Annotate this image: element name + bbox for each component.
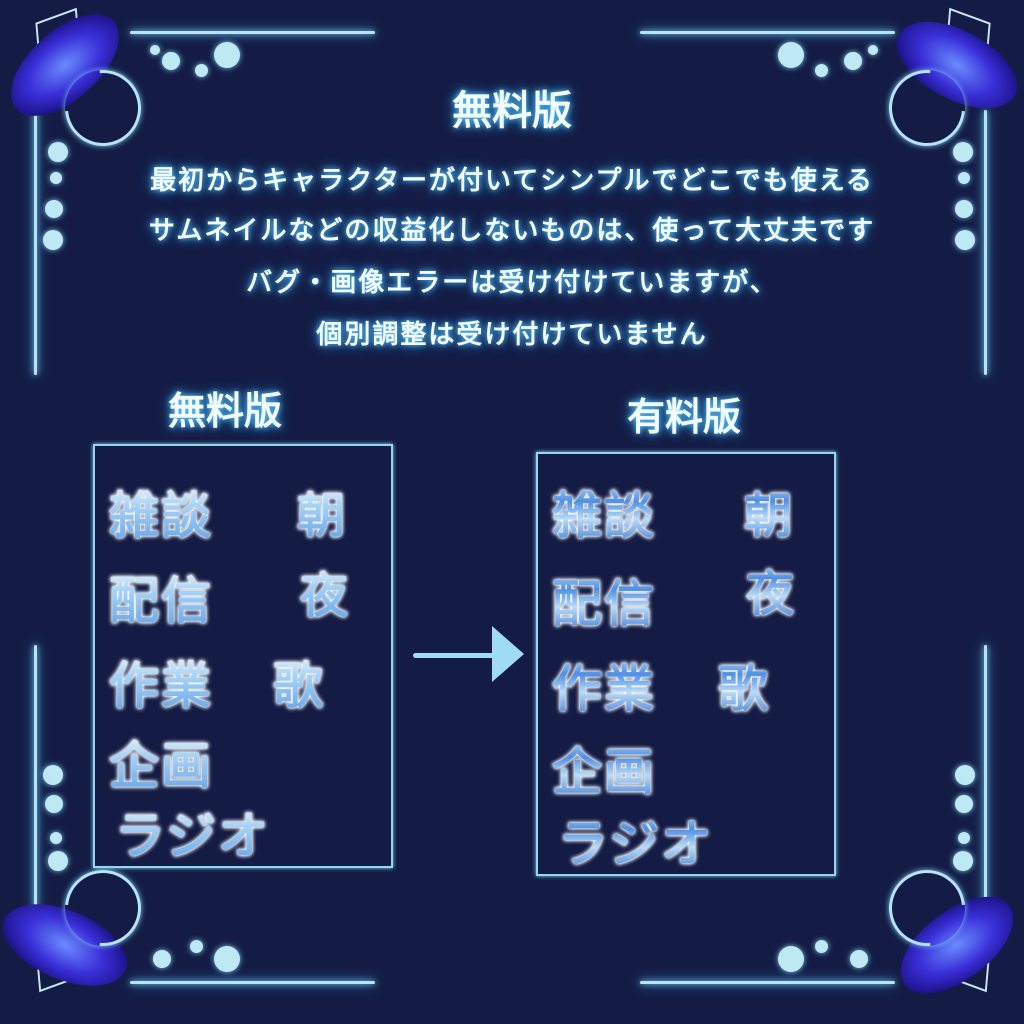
bubble-dot bbox=[953, 851, 973, 871]
stamp-sagyou: 作業 bbox=[552, 649, 656, 721]
description-line-3: バグ・画像エラーは受け付けていますが、 bbox=[246, 268, 778, 298]
bubble-dot bbox=[45, 200, 63, 218]
bubble-dot bbox=[850, 950, 868, 968]
bubble-dot bbox=[190, 940, 203, 953]
stamp-zatsudan: 雑談 bbox=[109, 476, 213, 548]
bubble-dot bbox=[162, 52, 180, 70]
bubble-dot bbox=[43, 765, 63, 785]
stamp-kikaku: 企画 bbox=[552, 732, 656, 804]
bubble-dot bbox=[955, 230, 975, 250]
bubble-dot bbox=[153, 950, 171, 968]
description-line-4: 個別調整は受け付けていません bbox=[316, 320, 708, 350]
bubble-dot bbox=[778, 946, 804, 972]
stamp-zatsudan: 雑談 bbox=[552, 476, 656, 548]
bubble-dot bbox=[214, 946, 240, 972]
stamp-uta: 歌 bbox=[718, 649, 770, 721]
bubble-dot bbox=[195, 64, 208, 77]
bubble-dot bbox=[815, 64, 828, 77]
stamp-asa: 朝 bbox=[297, 476, 347, 546]
bubble-dot bbox=[43, 230, 63, 250]
arrow-right-icon bbox=[413, 653, 498, 658]
bubble-dot bbox=[50, 172, 62, 184]
frame-bottom-left-line bbox=[130, 981, 375, 984]
bubble-dot bbox=[958, 832, 970, 844]
frame-left-upper-line bbox=[34, 110, 37, 375]
bubble-dot bbox=[214, 42, 240, 68]
stamp-radio: ラジオ bbox=[558, 804, 713, 876]
paid-version-panel: 雑談 朝 配信 夜 作業 歌 企画 ラジオ bbox=[536, 452, 836, 876]
stamp-uta: 歌 bbox=[273, 646, 325, 718]
stamp-asa: 朝 bbox=[744, 476, 794, 546]
frame-right-upper-line bbox=[984, 110, 987, 375]
description-line-1: 最初からキャラクターが付いてシンプルでどこでも使える bbox=[150, 166, 874, 196]
frame-top-left-line bbox=[130, 31, 375, 34]
bubble-dot bbox=[868, 45, 878, 55]
bubble-dot bbox=[45, 795, 63, 813]
bubble-dot bbox=[48, 142, 68, 162]
bubble-dot bbox=[48, 851, 68, 871]
frame-left-lower-line bbox=[34, 645, 37, 910]
free-version-panel: 雑談 朝 配信 夜 作業 歌 企画 ラジオ bbox=[93, 444, 393, 868]
stamp-radio: ラジオ bbox=[115, 796, 270, 868]
bubble-dot bbox=[958, 172, 970, 184]
bubble-dot bbox=[150, 45, 160, 55]
description-line-2: サムネイルなどの収益化しないものは、使って大丈夫です bbox=[148, 216, 876, 246]
frame-bottom-right-line bbox=[640, 981, 895, 984]
bubble-dot bbox=[955, 795, 973, 813]
frame-top-right-line bbox=[640, 31, 895, 34]
arrow-right-icon-head bbox=[492, 626, 524, 682]
bubble-dot bbox=[844, 52, 862, 70]
stamp-sagyou: 作業 bbox=[109, 646, 213, 718]
bubble-dot bbox=[953, 142, 973, 162]
bubble-dot bbox=[50, 832, 62, 844]
page-title: 無料版 bbox=[452, 88, 572, 134]
stamp-haishin: 配信 bbox=[109, 561, 213, 633]
frame-right-lower-line bbox=[984, 645, 987, 910]
bubble-dot bbox=[955, 765, 975, 785]
bubble-dot bbox=[815, 940, 828, 953]
free-version-label: 無料版 bbox=[168, 389, 283, 433]
bubble-dot bbox=[778, 42, 804, 68]
stamp-yoru: 夜 bbox=[746, 554, 796, 624]
stamp-kikaku: 企画 bbox=[109, 726, 213, 798]
stamp-haishin: 配信 bbox=[552, 564, 656, 636]
bubble-dot bbox=[955, 200, 973, 218]
paid-version-label: 有料版 bbox=[627, 395, 742, 439]
stamp-yoru: 夜 bbox=[300, 556, 350, 626]
